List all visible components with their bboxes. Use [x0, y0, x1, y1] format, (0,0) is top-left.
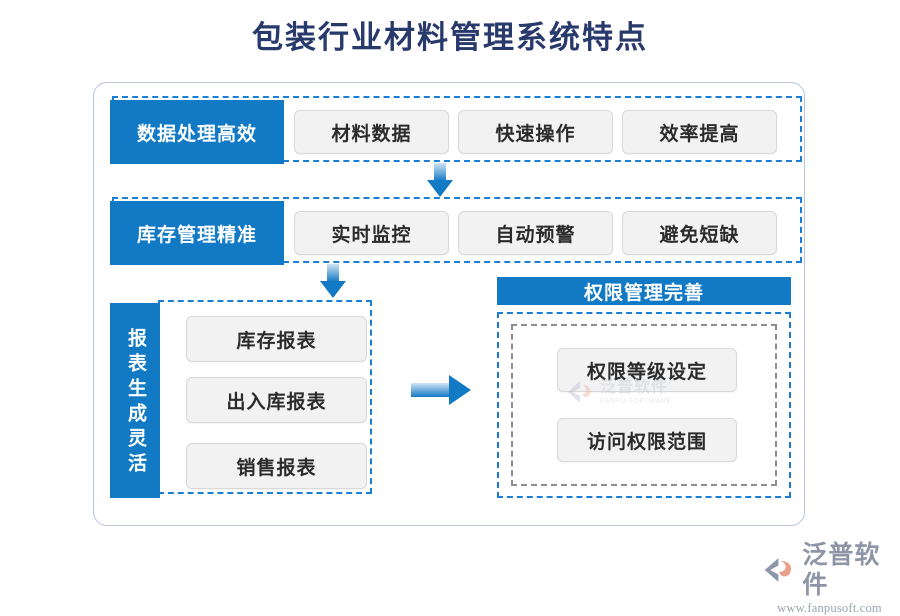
arrow-right-icon	[411, 375, 473, 405]
report-box-sales[interactable]: 销售报表	[186, 443, 367, 489]
brand-logo-cn: 泛普软件	[802, 541, 881, 599]
permissions-header[interactable]: 权限管理完善	[497, 277, 791, 305]
fanpu-logo-icon	[764, 558, 792, 582]
permissions-band-inner	[511, 324, 777, 486]
arrow-shaft	[327, 264, 339, 282]
arrow-down-icon	[320, 264, 346, 298]
feature-box-auto-alert[interactable]: 自动预警	[458, 211, 613, 255]
feature-box-efficiency-improve[interactable]: 效率提高	[622, 110, 777, 154]
permissions-band-outer	[497, 312, 791, 498]
arrow-head	[320, 281, 346, 298]
feature-box-fast-operation[interactable]: 快速操作	[458, 110, 613, 154]
report-box-inbound-outbound[interactable]: 出入库报表	[186, 377, 367, 423]
permission-box-level-setting[interactable]: 权限等级设定	[557, 348, 737, 392]
arrow-down-icon	[427, 163, 453, 197]
page-title: 包装行业材料管理系统特点	[252, 20, 648, 55]
permission-box-access-scope[interactable]: 访问权限范围	[557, 418, 737, 462]
feature-box-avoid-shortage[interactable]: 避免短缺	[622, 211, 777, 255]
row-label-inventory-management[interactable]: 库存管理精准	[110, 201, 284, 265]
reports-label-vertical[interactable]: 报表生成灵活	[110, 303, 160, 498]
arrow-head	[449, 375, 471, 405]
feature-box-material-data[interactable]: 材料数据	[294, 110, 449, 154]
arrow-shaft	[434, 163, 446, 181]
arrow-head	[427, 180, 453, 197]
brand-logo: 泛普软件 www.fanpusoft.com	[762, 540, 897, 615]
report-box-inventory[interactable]: 库存报表	[186, 316, 367, 362]
arrow-shaft	[411, 383, 451, 397]
row-label-data-processing[interactable]: 数据处理高效	[110, 100, 284, 164]
feature-box-realtime-monitor[interactable]: 实时监控	[294, 211, 449, 255]
brand-logo-url: www.fanpusoft.com	[777, 601, 882, 615]
